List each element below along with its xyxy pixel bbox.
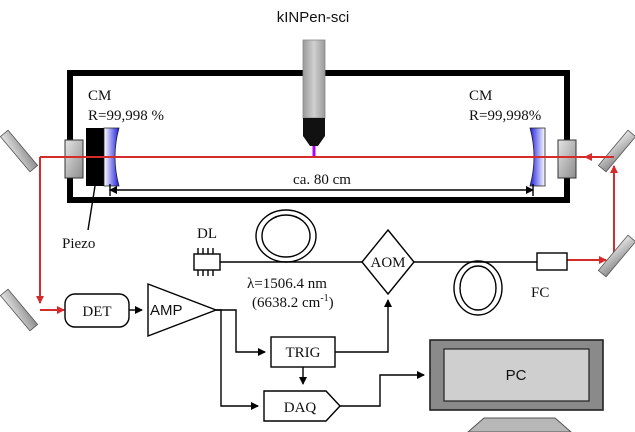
pc-base bbox=[467, 417, 572, 432]
pc-screen bbox=[443, 348, 590, 402]
cm-right-reflectivity: R=99,998% bbox=[469, 108, 541, 124]
amp-to-trig bbox=[216, 309, 266, 356]
det-label: DET bbox=[82, 304, 111, 320]
source-label: kINPen-sci bbox=[277, 9, 350, 26]
fc-label: FC bbox=[531, 285, 549, 301]
fiber-loop-1 bbox=[255, 209, 317, 263]
amp-label: AMP bbox=[150, 302, 183, 319]
right-lower-steering-mirror bbox=[597, 234, 635, 278]
amp-to-daq bbox=[216, 309, 259, 410]
plasma-jet-probe bbox=[302, 39, 326, 158]
right-mount bbox=[557, 139, 577, 179]
cm-left-reflectivity: R=99,998 % bbox=[88, 108, 164, 124]
piezo-leader bbox=[87, 185, 96, 231]
fiber-loop-2 bbox=[453, 260, 503, 316]
probe-body bbox=[302, 39, 326, 119]
diode-laser bbox=[193, 248, 221, 276]
fiber-collimator bbox=[536, 252, 568, 271]
probe-nozzle bbox=[303, 118, 325, 146]
amplifier-block bbox=[147, 282, 218, 338]
daq-label: DAQ bbox=[284, 400, 317, 416]
cm-right-title: CM bbox=[469, 88, 492, 104]
trig-label: TRIG bbox=[286, 345, 321, 361]
left-mount bbox=[64, 139, 84, 179]
right-upper-steering-mirror bbox=[597, 129, 635, 173]
wavelength-label: λ=1506.4 nm bbox=[247, 276, 327, 292]
daq-to-pc bbox=[340, 371, 425, 407]
left-lower-steering-mirror bbox=[0, 288, 39, 332]
cavity-length-label: ca. 80 cm bbox=[293, 172, 351, 188]
piezo-label: Piezo bbox=[62, 236, 95, 252]
left-upper-steering-mirror bbox=[0, 129, 39, 173]
wavenumber-label: (6638.2 cm-1) bbox=[252, 293, 334, 311]
trigger-block bbox=[270, 336, 336, 368]
daq-block bbox=[263, 390, 341, 422]
trig-to-aom bbox=[335, 299, 392, 353]
cm-left-title: CM bbox=[88, 88, 111, 104]
aom-label: AOM bbox=[370, 255, 405, 271]
dl-label: DL bbox=[197, 226, 217, 242]
aom-block bbox=[361, 228, 415, 296]
computer bbox=[429, 339, 604, 432]
pc-label: PC bbox=[506, 367, 527, 384]
